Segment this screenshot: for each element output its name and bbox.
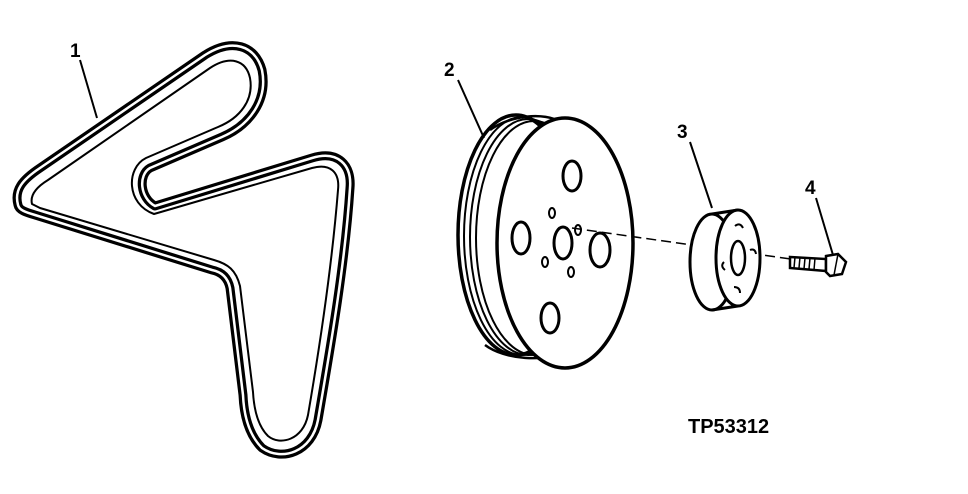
pulley-hole-right [588,231,612,269]
pulley-hole-bottom [539,301,561,335]
hub-bolt-hole-right [749,248,757,255]
leader-line-2 [457,79,485,139]
bolt-head-edge [833,253,839,276]
serpentine-belt [12,41,355,459]
figure-id: TP53312 [688,416,769,438]
leader-line-3 [689,141,713,209]
pulley-bolt-hole-3 [541,256,549,268]
leader-line-1 [79,59,98,119]
hub-center-bore [729,239,747,277]
pulley-bolt [788,252,848,278]
pulley-hole-top [561,159,583,193]
belt-inner-edge [15,44,352,456]
pulley-bolt-hole-4 [567,266,575,278]
callout-1: 1 [70,41,81,62]
hub-bolt-hole-top [734,223,744,229]
hub-bolt-hole-bottom [733,286,741,294]
belt-inner-contour [30,59,340,442]
callout-2: 2 [444,60,455,81]
bolt-threads [793,256,816,271]
pulley-hub-spacer [688,208,762,312]
crankshaft-pulley [456,113,635,370]
hub-bolt-hole-left [721,261,726,271]
leader-lines [79,59,834,256]
pulley-center-bore [552,225,574,261]
pulley-front-face [495,116,635,370]
callout-3: 3 [677,122,688,143]
pulley-hole-left [510,220,532,256]
callout-4: 4 [805,178,816,199]
leader-line-4 [815,197,834,256]
pulley-bolt-hole-1 [548,207,556,219]
